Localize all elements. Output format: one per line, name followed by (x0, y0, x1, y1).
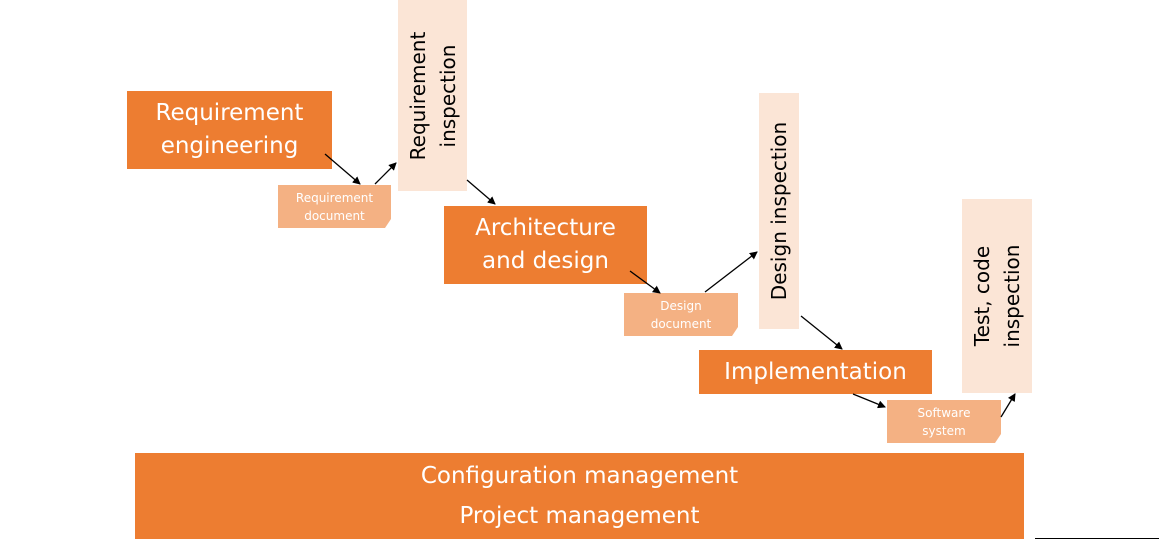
requirement-engineering-box: Requirement engineering (127, 91, 332, 169)
project-management-label: Project management (459, 503, 700, 529)
design-document-box: Design document (624, 293, 738, 336)
architecture-design-line1: Architecture (475, 215, 616, 241)
requirement-document-box: Requirement document (278, 185, 391, 228)
software-system-box: Software system (887, 400, 1001, 443)
requirement-document-line2: document (304, 208, 365, 223)
software-system-line2: system (922, 423, 966, 438)
requirement-engineering-line1: Requirement (155, 100, 304, 126)
arrow-design-doc-to-design-insp (704, 251, 758, 293)
implementation-label: Implementation (724, 358, 907, 385)
architecture-design-box: Architecture and design (444, 206, 647, 284)
arrow-software-system-to-test-insp (1000, 393, 1016, 418)
software-system-line1: Software (917, 405, 971, 420)
arrow-arch-to-design-doc (629, 270, 661, 294)
implementation-box: Implementation (699, 350, 932, 394)
configuration-management-label: Configuration management (420, 463, 739, 489)
arrow-req-insp-to-arch (466, 179, 496, 205)
design-inspection-box: Design inspection (759, 93, 799, 329)
requirement-inspection-box: Requirement inspection (398, 0, 467, 191)
arrow-req-eng-to-req-doc (324, 153, 361, 185)
design-document-line2: document (650, 316, 712, 331)
requirement-engineering-line2: engineering (160, 133, 299, 159)
arrow-design-insp-to-impl (800, 315, 843, 350)
arrow-impl-to-software-system (852, 393, 886, 409)
architecture-design-line2: and design (482, 248, 609, 274)
test-code-inspection-box: Test, code inspection (962, 199, 1032, 393)
design-document-line1: Design (660, 298, 702, 313)
arrow-req-doc-to-req-insp (374, 162, 397, 185)
management-bar: Configuration management Project managem… (135, 453, 1024, 539)
requirement-document-line1: Requirement (295, 190, 374, 205)
